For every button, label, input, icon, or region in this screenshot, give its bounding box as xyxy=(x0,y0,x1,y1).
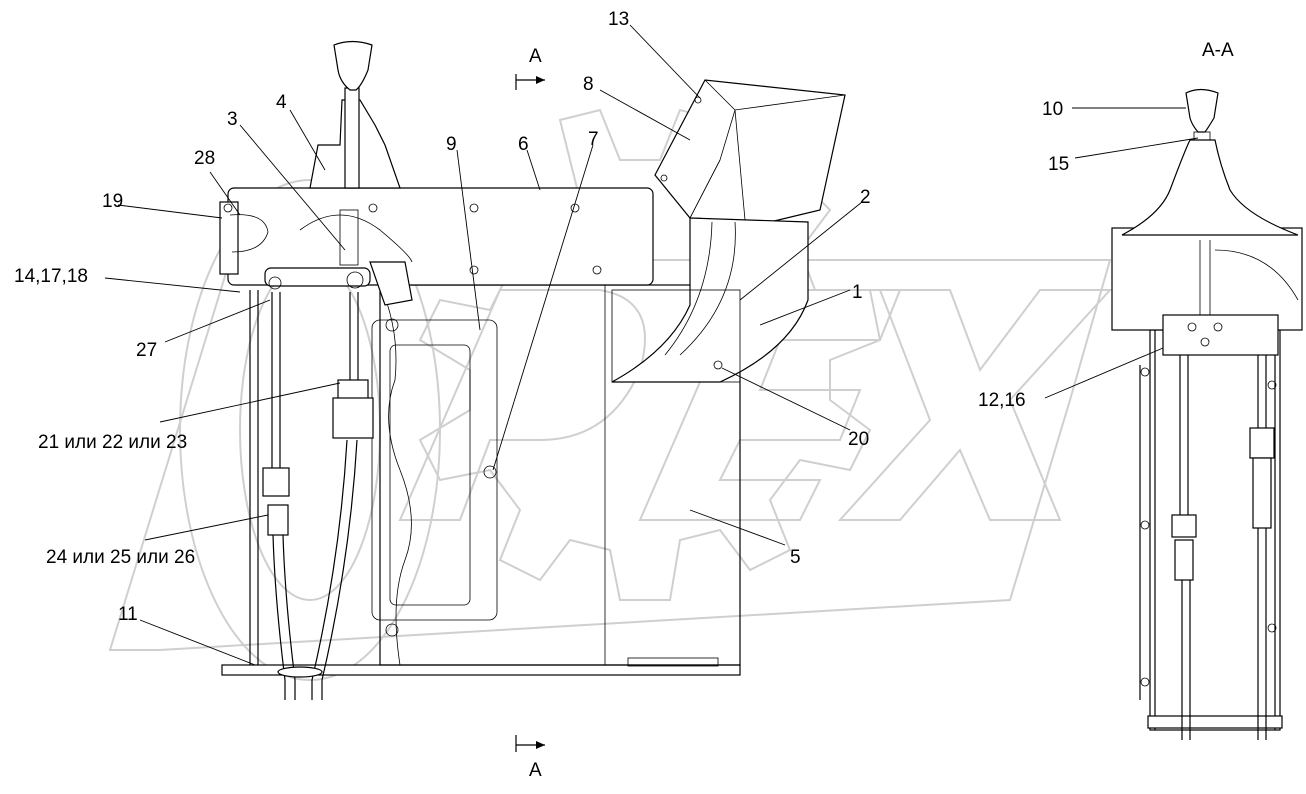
label-8: 8 xyxy=(583,74,594,95)
part-labels: 1 2 3 4 5 6 7 8 9 10 11 13 15 19 20 27 2… xyxy=(14,9,1234,781)
label-19: 19 xyxy=(102,191,123,212)
inner-frame xyxy=(371,319,498,621)
label-6: 6 xyxy=(518,134,529,155)
label-7: 7 xyxy=(588,129,599,150)
bracket-1 xyxy=(611,289,741,383)
label-2: 2 xyxy=(860,187,871,208)
section-knob xyxy=(1185,88,1219,133)
section-housing xyxy=(1149,329,1281,731)
main-view xyxy=(219,40,846,752)
linkage-bar xyxy=(264,267,371,287)
label-21-22-23: 21 или 22 или 23 xyxy=(38,432,187,453)
label-1: 1 xyxy=(852,282,863,303)
label-10: 10 xyxy=(1042,99,1063,120)
section-boot xyxy=(1121,139,1299,236)
label-13: 13 xyxy=(608,9,629,30)
label-14-17-18: 14,17,18 xyxy=(14,266,88,287)
hood-8 xyxy=(654,79,846,223)
label-9: 9 xyxy=(446,134,457,155)
label-3: 3 xyxy=(227,109,238,130)
label-12-16: 12,16 xyxy=(978,390,1026,411)
label-15: 15 xyxy=(1048,154,1069,175)
label-4: 4 xyxy=(276,92,287,113)
label-5: 5 xyxy=(790,547,801,568)
section-mark-bottom: A xyxy=(529,760,542,781)
leader-lines xyxy=(104,24,1199,666)
label-20: 20 xyxy=(848,429,869,450)
section-view xyxy=(1111,88,1303,740)
label-24-25-26: 24 или 25 или 26 xyxy=(46,547,195,568)
label-27: 27 xyxy=(136,340,157,361)
label-28: 28 xyxy=(194,148,215,169)
bracket-19 xyxy=(219,201,239,275)
section-block xyxy=(1162,314,1279,356)
section-mark-top: A xyxy=(529,46,542,67)
section-title: A-A xyxy=(1202,40,1234,61)
lever-rod xyxy=(344,87,360,189)
watermark-letter-x xyxy=(837,289,1113,521)
label-11: 11 xyxy=(118,604,138,625)
lever-knob xyxy=(333,40,373,91)
section-top-box xyxy=(1111,227,1303,331)
